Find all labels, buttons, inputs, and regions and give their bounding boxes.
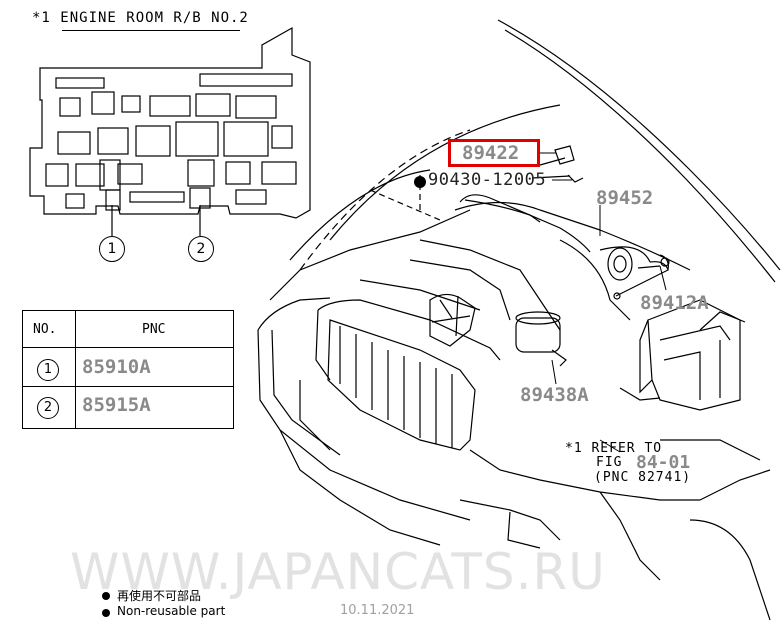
part-number-89438a[interactable]: 89438A bbox=[520, 384, 589, 406]
part-number-bolt[interactable]: 90430-12005 bbox=[428, 170, 547, 190]
relay-callout-2[interactable]: 2 bbox=[188, 236, 214, 262]
part-number-89412a[interactable]: 89412A bbox=[640, 292, 709, 314]
relay-block-drawing bbox=[29, 26, 311, 236]
relay-block-title: *1 ENGINE ROOM R/B NO.2 bbox=[32, 10, 249, 26]
highlight-box bbox=[448, 139, 540, 167]
pnc-table bbox=[22, 310, 234, 429]
table-row-1-pnc[interactable]: 85910A bbox=[82, 356, 151, 378]
legend-japanese: 再使用不可部品 bbox=[117, 589, 202, 603]
watermark: WWW.JAPANCATS.RU bbox=[70, 543, 606, 601]
relay-callout-1[interactable]: 1 bbox=[99, 236, 125, 262]
part-number-89452[interactable]: 89452 bbox=[596, 187, 654, 209]
reference-note-fig: FIG bbox=[596, 455, 623, 470]
table-header-pnc: PNC bbox=[142, 322, 166, 337]
non-reusable-marker-icon bbox=[414, 176, 426, 188]
legend-bullet-icon bbox=[102, 592, 110, 600]
table-row-2-pnc[interactable]: 85915A bbox=[82, 394, 151, 416]
table-header-row bbox=[23, 311, 233, 348]
part-number-89422[interactable]: 89422 bbox=[462, 142, 520, 164]
table-header-no: NO. bbox=[33, 322, 57, 337]
date-stamp: 10.11.2021 bbox=[340, 603, 415, 618]
reference-fig-link[interactable]: 84-01 bbox=[636, 452, 691, 473]
table-row-2-no: 2 bbox=[37, 397, 59, 419]
legend-english: Non-reusable part bbox=[117, 604, 226, 618]
legend-bullet-icon bbox=[102, 609, 110, 617]
title-underline bbox=[62, 30, 240, 31]
vehicle-front-drawing bbox=[257, 19, 781, 621]
table-row-1-no: 1 bbox=[37, 359, 59, 381]
table-column-divider bbox=[75, 311, 76, 428]
reference-note-pnc: (PNC 82741) bbox=[594, 470, 692, 485]
reference-note-line1: *1 REFER TO bbox=[565, 441, 663, 456]
table-row bbox=[23, 348, 233, 387]
leader-lines bbox=[540, 152, 667, 453]
